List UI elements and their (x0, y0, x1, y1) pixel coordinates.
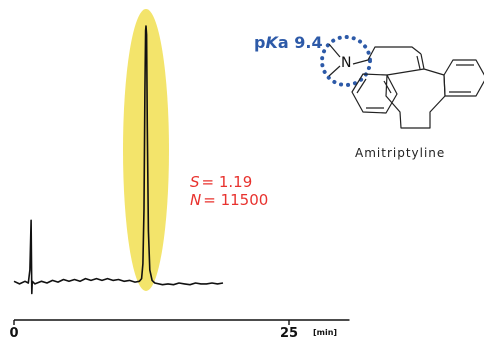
selectivity-value: = 1.19 (202, 173, 253, 191)
amitriptyline-structure (320, 35, 484, 129)
chromatogram-trace (13, 25, 224, 295)
x-axis-unit: [min] (313, 328, 337, 337)
selectivity-symbol: S (190, 173, 200, 191)
x-tick-label: 0 (9, 326, 18, 338)
peak-highlight (123, 9, 169, 291)
x-tick-label: 25 (280, 326, 298, 338)
compound-name: Amitriptyline (355, 146, 445, 160)
plate-number-symbol: N (190, 191, 201, 209)
nitrogen-halo (320, 35, 372, 87)
selectivity-annotation: S= 1.19 (190, 173, 252, 191)
plate-number-annotation: N= 11500 (190, 191, 268, 209)
x-axis (13, 319, 350, 325)
plate-number-value: = 11500 (203, 191, 268, 209)
pka-label: pKa 9.4 (254, 33, 323, 52)
nitrogen-atom-label: N (341, 55, 351, 71)
